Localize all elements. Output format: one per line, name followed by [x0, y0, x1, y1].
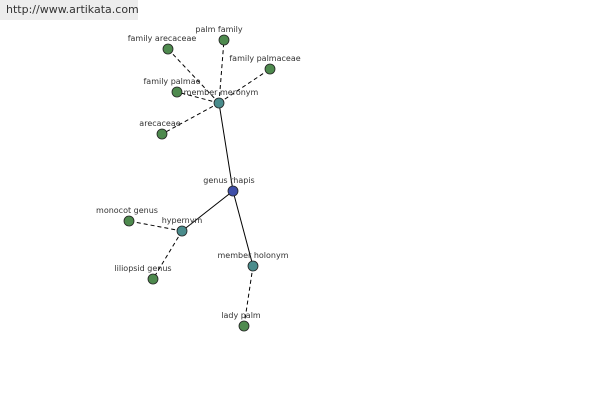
- node-liliopsid-genus[interactable]: [147, 273, 159, 285]
- edge-center-member-meronym: [218, 102, 234, 192]
- label-monocot-genus[interactable]: monocot genus: [96, 206, 158, 215]
- node-genus-rhapis[interactable]: [227, 185, 239, 197]
- node-member-holonym[interactable]: [247, 260, 259, 272]
- edge-meronym-family-palmae: [176, 91, 220, 104]
- label-member-holonym[interactable]: member holonym: [217, 251, 288, 260]
- node-family-palmae[interactable]: [171, 86, 183, 98]
- edge-hypernym-monocot-genus: [128, 220, 183, 232]
- node-palm-family[interactable]: [218, 34, 230, 46]
- label-family-palmaceae[interactable]: family palmaceae: [229, 54, 300, 63]
- label-member-meronym[interactable]: member meronym: [184, 88, 259, 97]
- label-family-palmae[interactable]: family palmae: [143, 77, 200, 86]
- edge-holonym-lady-palm: [243, 265, 254, 327]
- node-lady-palm[interactable]: [238, 320, 250, 332]
- node-family-palmaceae[interactable]: [264, 63, 276, 75]
- edge-meronym-palm-family: [218, 39, 225, 104]
- edge-center-member-holonym: [232, 190, 254, 267]
- label-liliopsid-genus[interactable]: liliopsid genus: [114, 264, 171, 273]
- label-hypernym[interactable]: hypernym: [162, 216, 203, 225]
- label-lady-palm[interactable]: lady palm: [221, 311, 261, 320]
- edge-meronym-arecaceae: [161, 102, 220, 135]
- label-arecaceae[interactable]: arecaceae: [139, 119, 180, 128]
- node-monocot-genus[interactable]: [123, 215, 135, 227]
- label-palm-family[interactable]: palm family: [195, 25, 242, 34]
- node-arecaceae[interactable]: [156, 128, 168, 140]
- label-genus-rhapis[interactable]: genus rhapis: [203, 176, 254, 185]
- edge-meronym-family-arecaceae: [167, 48, 220, 104]
- label-family-arecaceae[interactable]: family arecaceae: [128, 34, 197, 43]
- edge-hypernym-liliopsid-genus: [152, 230, 183, 280]
- edge-center-hypernym: [181, 190, 234, 232]
- node-family-arecaceae[interactable]: [162, 43, 174, 55]
- edge-meronym-family-palmaceae: [218, 68, 271, 104]
- node-member-meronym[interactable]: [213, 97, 225, 109]
- source-url[interactable]: http://www.artikata.com: [0, 0, 139, 20]
- node-hypernym[interactable]: [176, 225, 188, 237]
